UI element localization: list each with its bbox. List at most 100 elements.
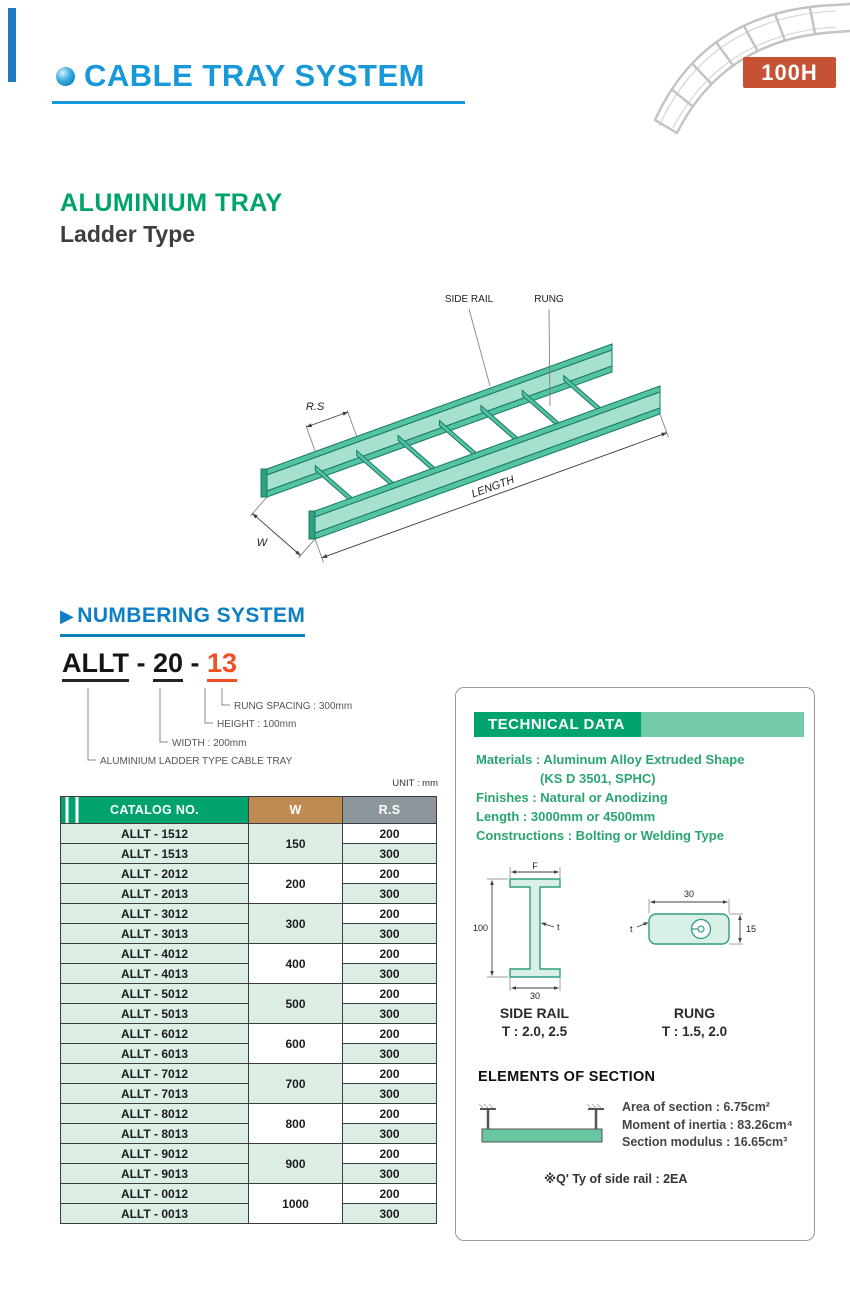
width-cell: 200 — [248, 863, 343, 904]
page-title: CABLE TRAY SYSTEM — [84, 58, 425, 93]
table-row: ALLT - 1513 300 — [60, 843, 437, 864]
rung-spacing-cell: 200 — [342, 1183, 437, 1204]
rung-spacing-cell: 300 — [342, 1203, 437, 1224]
rung-section-block: 30 15 t RUNG T : 1.5, 2.0 — [627, 859, 762, 1039]
width-cell: 150 — [248, 823, 343, 864]
rung-cross-section: 30 15 t — [630, 889, 756, 945]
numbering-heading-text: NUMBERING SYSTEM — [77, 604, 306, 627]
side-rail-callout: SIDE RAIL — [445, 294, 494, 305]
col-header-w: W — [248, 796, 343, 824]
height-label: HEIGHT : 100mm — [217, 719, 296, 730]
ladder-photo-graphic — [653, 2, 850, 135]
col-header-rs: R.S — [342, 796, 437, 824]
page-code-badge: 100H — [743, 57, 836, 88]
side-rail-thickness: T : 2.0, 2.5 — [501, 1024, 568, 1039]
area-of-section: Area of section : 6.75cm² — [622, 1100, 770, 1114]
rung-dim-t: t — [630, 924, 633, 934]
side-rail-cross-section: F 100 t 30 — [473, 861, 561, 1001]
width-cell: 1000 — [248, 1183, 343, 1224]
side-rail-qty-note: ※Q' Ty of side rail : 2EA — [544, 1172, 688, 1186]
numbering-system-heading: ▶NUMBERING SYSTEM — [60, 604, 306, 637]
rung-spacing-cell: 200 — [342, 1143, 437, 1164]
catalog-no-cell: ALLT - 5012 — [60, 983, 249, 1004]
product-family-title: ALUMINIUM TRAY — [60, 189, 283, 217]
unit-note: UNIT : mm — [392, 778, 438, 789]
catalog-no-cell: ALLT - 9013 — [60, 1163, 249, 1184]
rung-dim-width: 30 — [684, 889, 694, 899]
bullet-sphere-icon — [56, 66, 75, 86]
col-header-catalog: CATALOG NO. — [60, 796, 249, 824]
elements-of-section-heading: ELEMENTS OF SECTION — [478, 1069, 656, 1085]
rung-spacing-cell: 200 — [342, 983, 437, 1004]
rung-spacing-cell: 200 — [342, 1023, 437, 1044]
width-cell: 300 — [248, 903, 343, 944]
elements-of-section-diagram — [478, 1103, 604, 1143]
side-rail-label: SIDE RAIL — [499, 1005, 570, 1021]
spec-length: Length : 3000mm or 4500mm — [476, 809, 656, 824]
width-cell: 500 — [248, 983, 343, 1024]
width-label: WIDTH : 200mm — [172, 738, 246, 749]
code-part-height-spacing: 13 — [207, 648, 238, 682]
elements-values: Area of section : 6.75cm² Moment of iner… — [622, 1099, 793, 1152]
rung-thickness: T : 1.5, 2.0 — [661, 1024, 728, 1039]
catalog-no-cell: ALLT - 8012 — [60, 1103, 249, 1124]
code-part-width: 20 — [152, 648, 184, 682]
title-underline — [52, 101, 465, 104]
rung-spacing-cell: 200 — [342, 1103, 437, 1124]
catalog-no-cell: ALLT - 0012 — [60, 1183, 249, 1204]
rung-spacing-cell: 200 — [342, 863, 437, 884]
catalog-no-cell: ALLT - 2012 — [60, 863, 249, 884]
triangle-bullet-icon: ▶ — [60, 606, 75, 626]
rung-spacing-cell: 300 — [342, 963, 437, 984]
siderail-dim-bottom: 30 — [530, 991, 540, 1001]
rs-dimension-label: R.S — [306, 401, 325, 413]
tray-isometric-drawing: SIDE RAIL RUNG R.S W LENGTH — [250, 294, 669, 563]
rung-spacing-label: RUNG SPACING : 300mm — [234, 701, 352, 712]
catalog-no-cell: ALLT - 3012 — [60, 903, 249, 924]
numbering-diagram: RUNG SPACING : 300mm HEIGHT : 100mm WIDT… — [87, 688, 352, 767]
width-cell: 900 — [248, 1143, 343, 1184]
spec-finishes: Finishes : Natural or Anodizing — [476, 790, 668, 805]
rung-spacing-cell: 300 — [342, 923, 437, 944]
width-cell: 400 — [248, 943, 343, 984]
rung-spacing-cell: 200 — [342, 903, 437, 924]
spec-constructions: Constructions : Bolting or Welding Type — [476, 828, 724, 843]
rung-spacing-cell: 300 — [342, 1163, 437, 1184]
technical-specs: Materials : Aluminum Alloy Extruded Shap… — [476, 750, 804, 845]
catalog-no-cell: ALLT - 8013 — [60, 1123, 249, 1144]
w-dimension-label: W — [257, 537, 269, 549]
model-code: ALLT - 20 - 13 — [62, 648, 238, 682]
siderail-dim-height: 100 — [473, 923, 488, 933]
spec-materials: Materials : Aluminum Alloy Extruded Shap… — [476, 752, 745, 767]
catalog-no-cell: ALLT - 1513 — [60, 843, 249, 864]
catalog-no-cell: ALLT - 6012 — [60, 1023, 249, 1044]
section-modulus: Section modulus : 16.65cm³ — [622, 1135, 788, 1149]
type-label: ALUMINIUM LADDER TYPE CABLE TRAY — [100, 756, 293, 767]
rung-spacing-cell: 300 — [342, 883, 437, 904]
catalog-no-cell: ALLT - 4013 — [60, 963, 249, 984]
moment-of-inertia: Moment of inertia : 83.26cm⁴ — [622, 1117, 793, 1132]
rung-spacing-cell: 300 — [342, 1123, 437, 1144]
rung-spacing-cell: 300 — [342, 1003, 437, 1024]
rung-spacing-cell: 300 — [342, 843, 437, 864]
side-rail-section-block: F 100 t 30 SIDE RAIL — [472, 859, 597, 1039]
code-dash: - — [128, 648, 153, 678]
rung-callout: RUNG — [534, 294, 564, 305]
width-cell: 700 — [248, 1063, 343, 1104]
catalog-no-cell: ALLT - 7012 — [60, 1063, 249, 1084]
code-dash: - — [183, 648, 208, 678]
table-row: ALLT - 9013 300 — [60, 1163, 437, 1184]
table-row: ALLT - 8013 300 — [60, 1123, 437, 1144]
rung-spacing-cell: 200 — [342, 823, 437, 844]
